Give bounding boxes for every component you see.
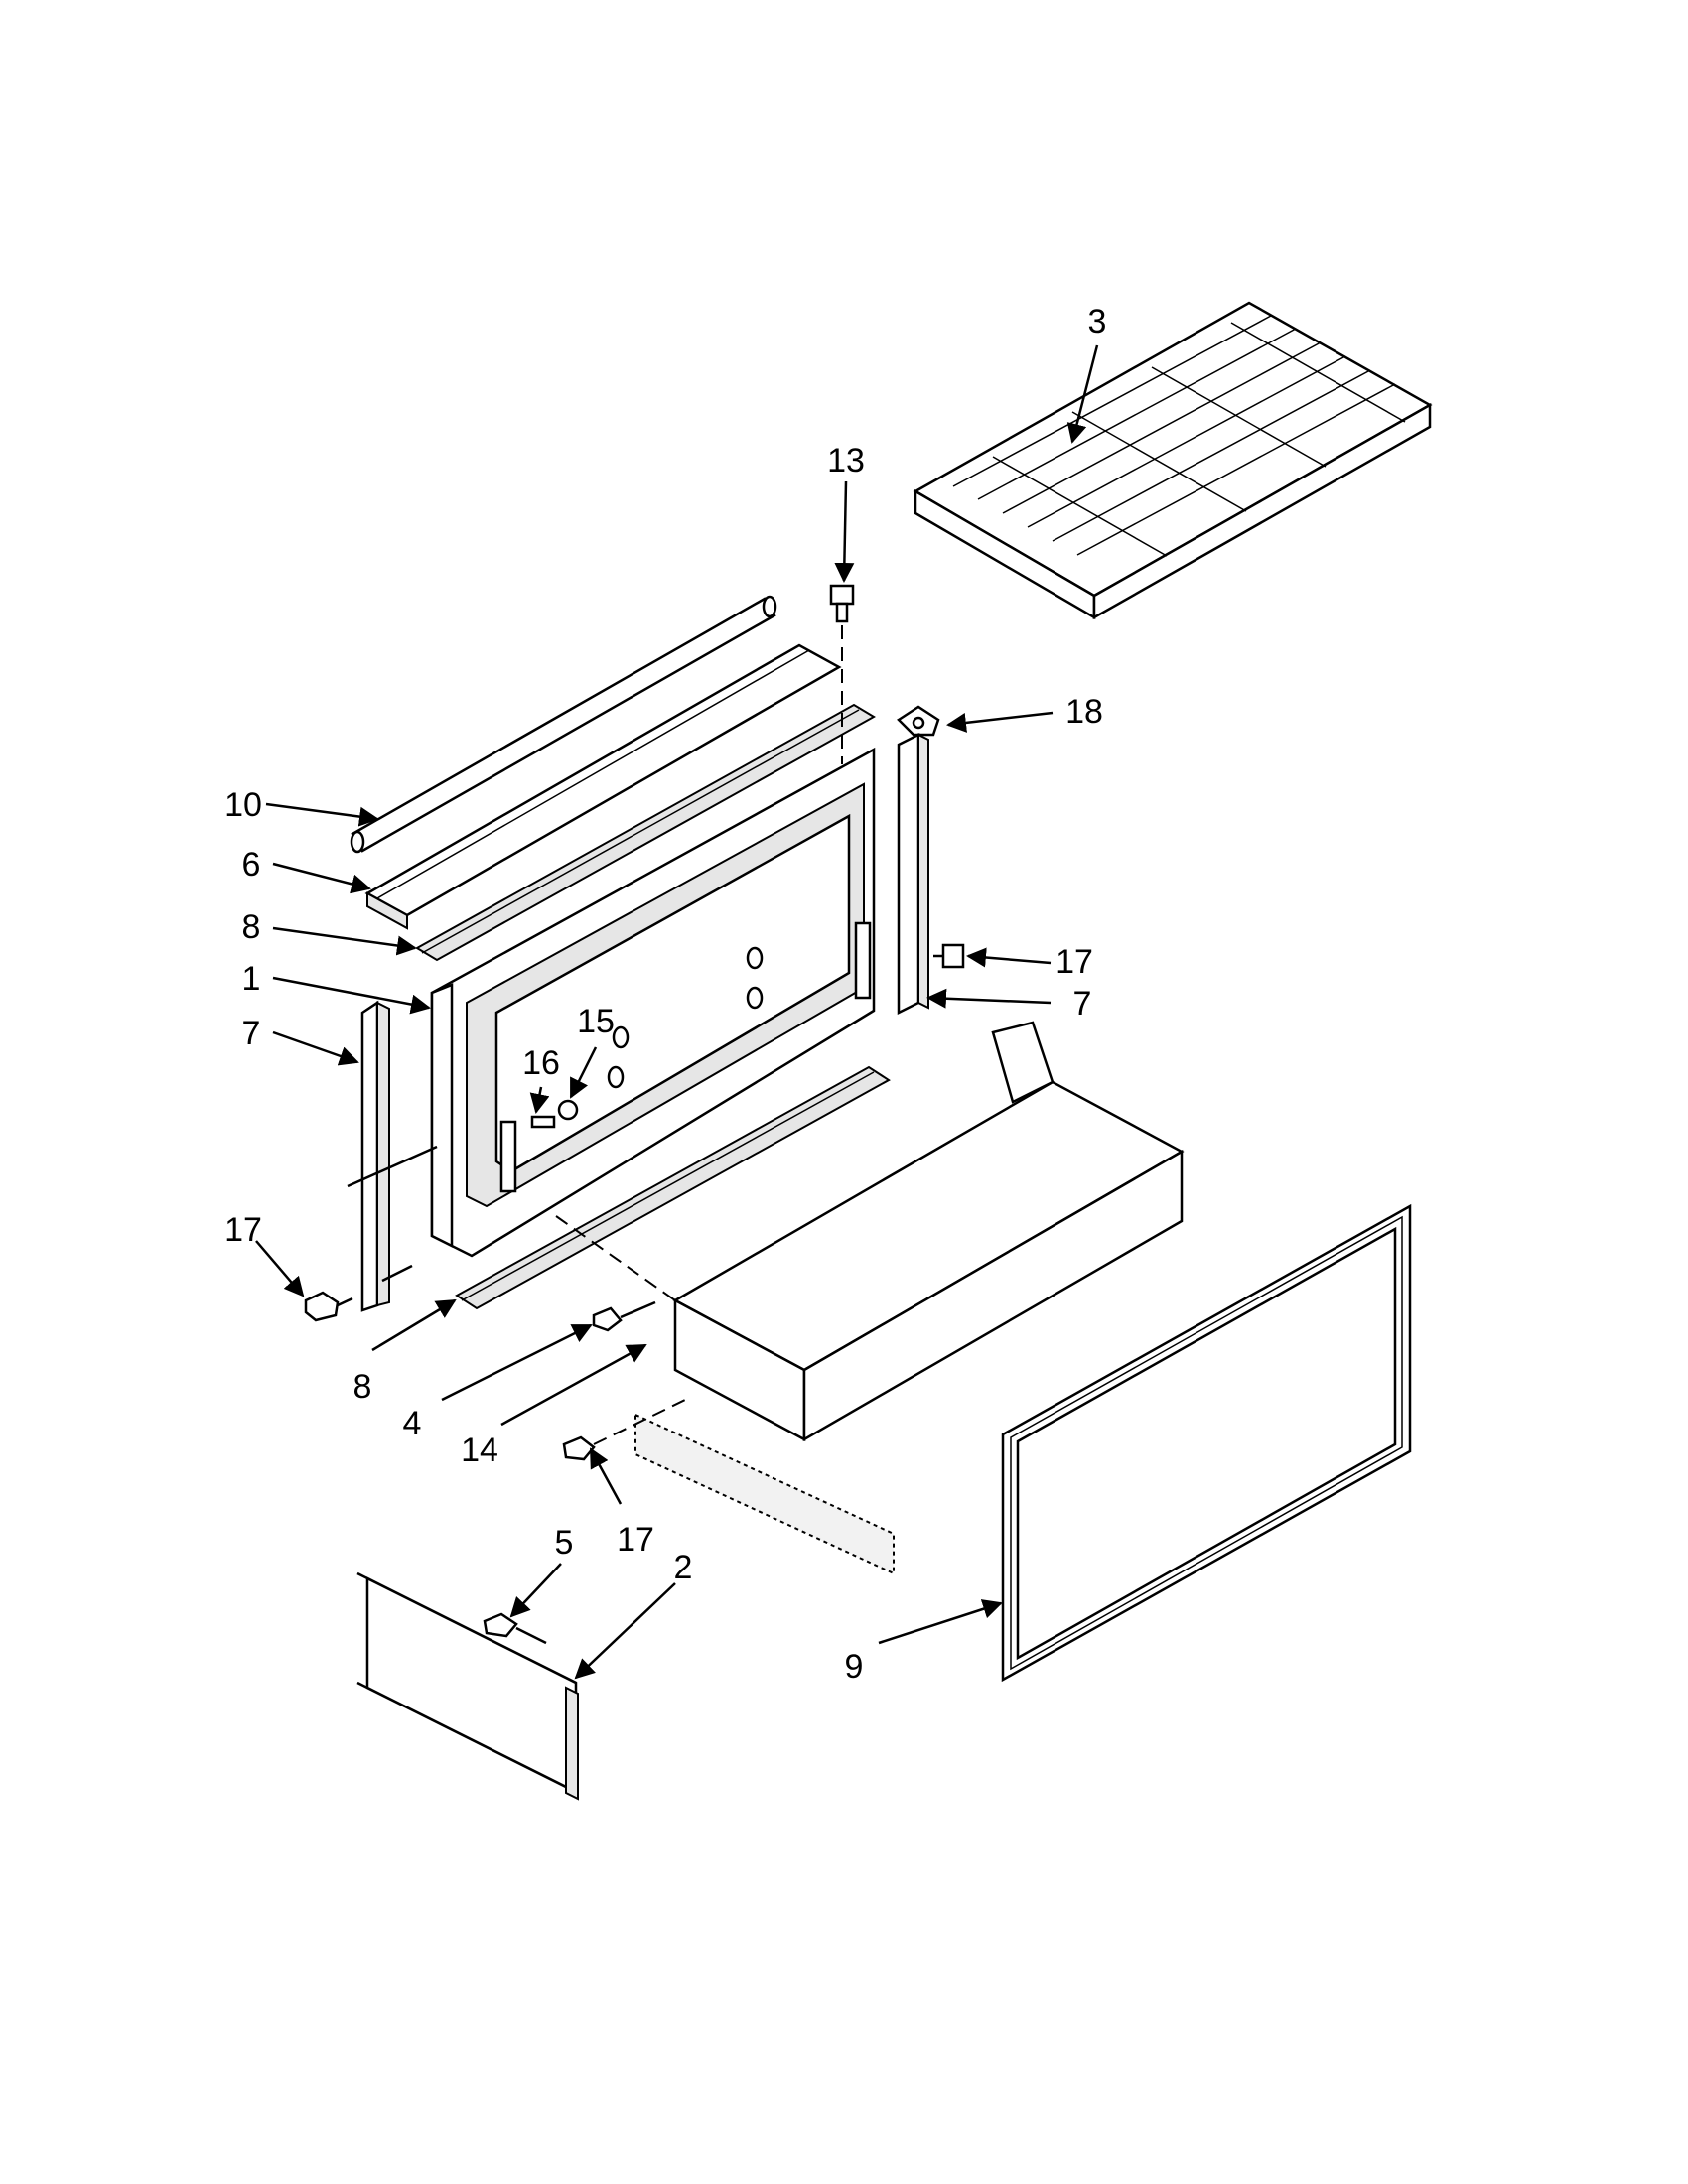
callout-8-upper: 8 <box>242 908 261 946</box>
callout-4: 4 <box>403 1405 422 1442</box>
top-screw <box>829 584 855 764</box>
top-trim <box>364 643 842 930</box>
callout-9: 9 <box>845 1648 864 1686</box>
hinge-clip <box>897 705 940 737</box>
side-rail-left <box>347 1000 438 1312</box>
callout-3: 3 <box>1088 303 1107 341</box>
screw-left <box>304 1291 353 1322</box>
drawer-basket <box>555 1021 1185 1442</box>
callout-18: 18 <box>1065 693 1103 731</box>
callout-1: 1 <box>242 960 261 998</box>
callout-17-right: 17 <box>1055 943 1093 981</box>
callout-5: 5 <box>555 1524 574 1562</box>
pin-and-nut <box>530 1099 579 1129</box>
leader-lines <box>255 344 1099 1680</box>
gasket-strip <box>415 703 876 962</box>
callout-8-lower: 8 <box>353 1368 372 1406</box>
screw-right <box>933 943 965 969</box>
top-tube <box>350 595 777 854</box>
panel-screw <box>483 1612 547 1645</box>
callout-16: 16 <box>522 1044 560 1082</box>
side-rail-right <box>897 732 929 1016</box>
callout-2: 2 <box>674 1549 693 1586</box>
callout-7-right: 7 <box>1073 985 1092 1023</box>
callout-labels: 3 13 18 10 6 8 1 7 16 15 17 7 17 8 4 14 … <box>224 303 1106 1686</box>
callout-7-left: 7 <box>242 1015 261 1052</box>
callout-14: 14 <box>461 1432 498 1469</box>
bottom-strip <box>455 1065 891 1310</box>
door-gasket <box>1001 1203 1412 1683</box>
front-panel <box>356 1571 579 1801</box>
callout-6: 6 <box>242 846 261 884</box>
drawer-bracket <box>634 1413 895 1575</box>
grille-shelf <box>913 301 1433 620</box>
callout-17-left: 17 <box>224 1211 262 1249</box>
callout-15: 15 <box>577 1003 615 1040</box>
screw-lower <box>562 1399 686 1461</box>
callout-10: 10 <box>224 786 262 824</box>
bolt <box>592 1300 656 1332</box>
callout-17-lower: 17 <box>617 1521 654 1559</box>
callout-13: 13 <box>827 442 865 479</box>
